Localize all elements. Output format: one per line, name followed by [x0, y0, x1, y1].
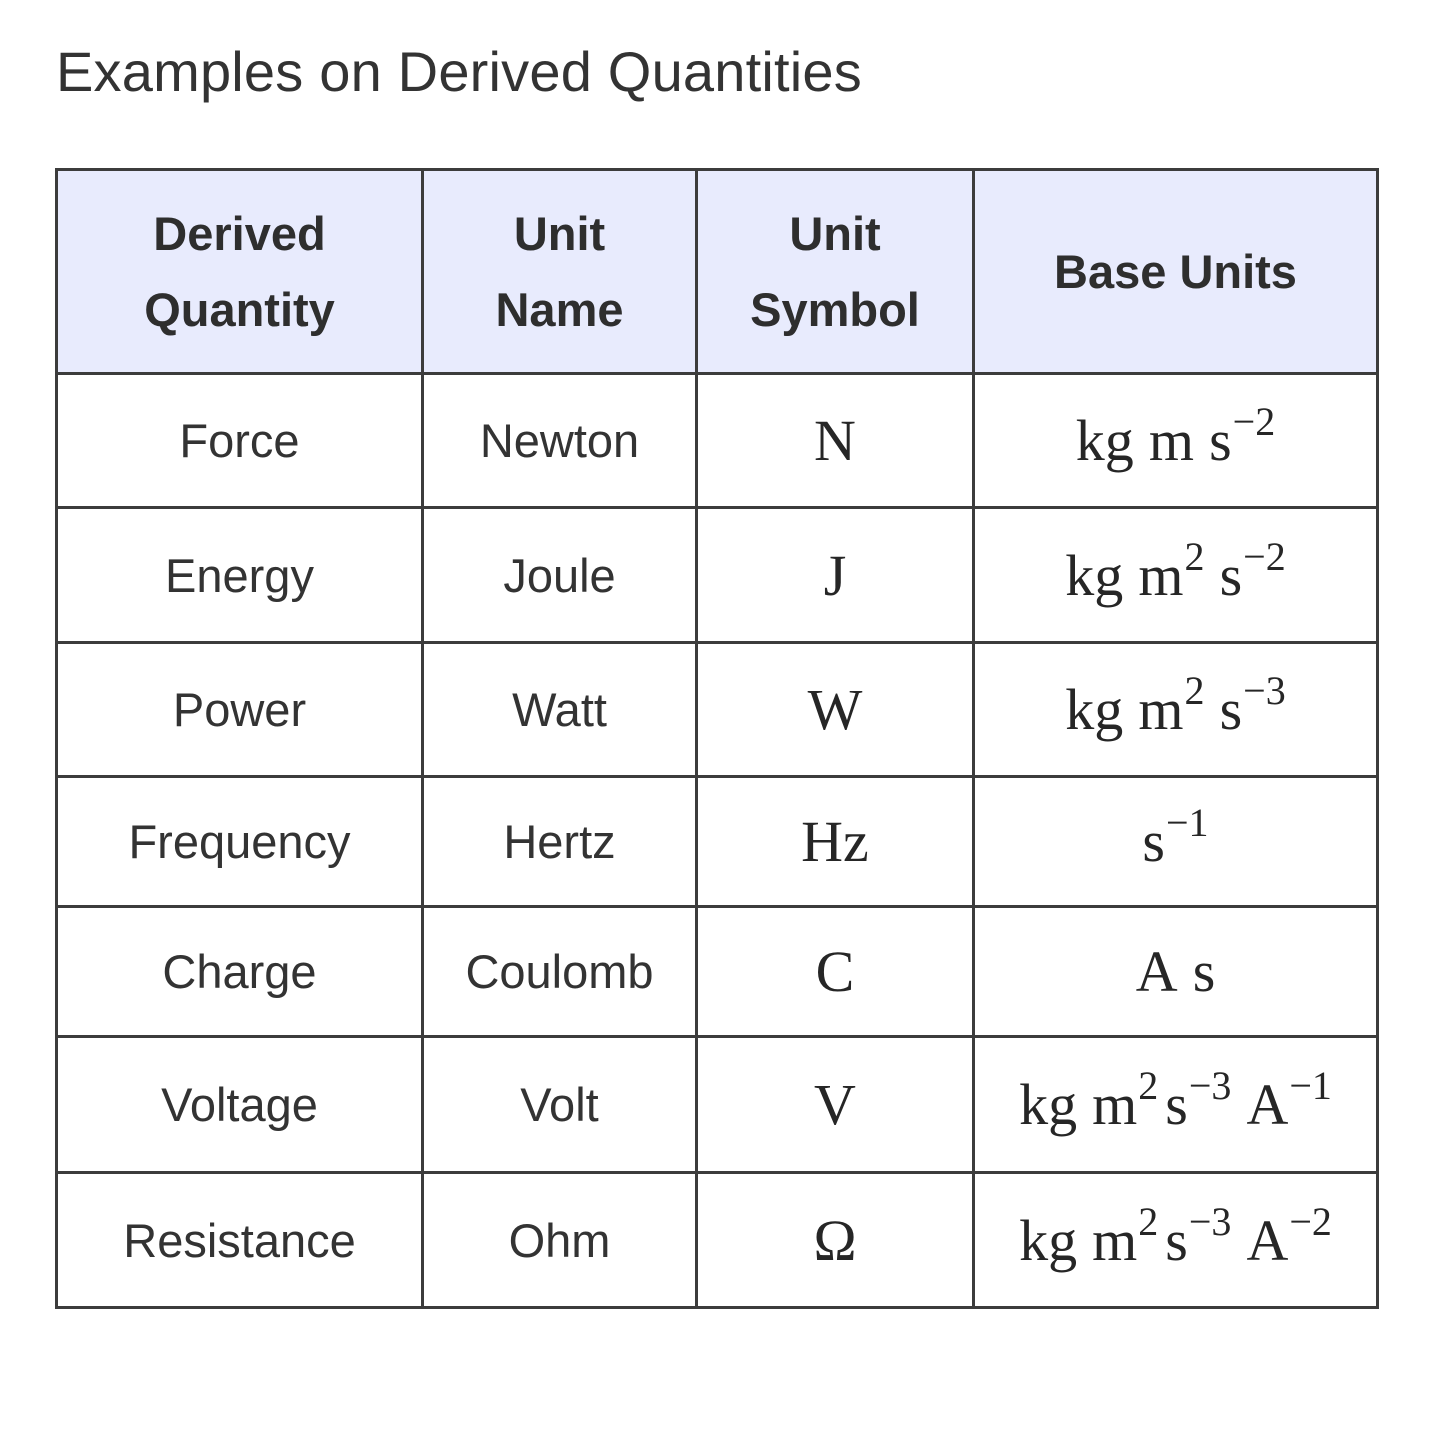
unit-symbol: C [815, 939, 855, 1004]
cell-unit-symbol: Ω [695, 1171, 975, 1309]
cell-unit-symbol: V [695, 1035, 975, 1174]
cell-unit-symbol: Hz [695, 775, 975, 908]
unit-base: A [1246, 1207, 1289, 1273]
unit-base: m [1092, 1207, 1138, 1273]
unit-exponent: −1 [1166, 800, 1209, 846]
unit-exponent: −2 [1289, 1198, 1332, 1244]
cell-base-units: s−1 [972, 775, 1379, 908]
unit-base: kg [1065, 677, 1124, 742]
cell-derived-quantity: Resistance [55, 1171, 424, 1309]
cell-unit-symbol: W [695, 641, 975, 778]
header-unit-name: Unit Name [421, 168, 698, 375]
base-units-expression: s−1 [1142, 803, 1208, 874]
unit-symbol: N [814, 408, 856, 473]
cell-unit-name: Coulomb [421, 905, 698, 1038]
unit-exponent: 2 [1184, 668, 1205, 714]
cell-derived-quantity: Voltage [55, 1035, 424, 1174]
cell-derived-quantity: Force [55, 372, 424, 509]
unit-base: m [1138, 677, 1184, 742]
unit-exponent: −3 [1243, 668, 1286, 714]
unit-exponent: 2 [1184, 533, 1205, 579]
header-base-units: Base Units [972, 168, 1379, 375]
derived-quantities-table: Derived Quantity Unit Name Unit Symbol B… [55, 168, 1379, 1309]
unit-symbol: V [814, 1072, 856, 1137]
header-unit-name-line-1: Unit [513, 206, 606, 260]
cell-unit-symbol: C [695, 905, 975, 1038]
cell-derived-quantity: Energy [55, 506, 424, 644]
header-derived-quantity-line-1: Derived [153, 206, 326, 260]
page-title: Examples on Derived Quantities [56, 40, 862, 103]
unit-base: s [1165, 1207, 1188, 1273]
header-unit-symbol: Unit Symbol [695, 168, 975, 375]
unit-base: kg [1065, 542, 1124, 608]
unit-exponent: 2 [1138, 1198, 1159, 1244]
header-unit-name-line-2: Name [495, 282, 624, 336]
unit-base: A [1246, 1072, 1289, 1137]
unit-symbol: Ω [813, 1207, 857, 1273]
unit-base: m [1092, 1072, 1138, 1137]
unit-exponent: 2 [1138, 1063, 1159, 1109]
header-derived-quantity-line-2: Quantity [144, 282, 335, 336]
unit-symbol: Hz [801, 809, 869, 874]
cell-unit-name: Hertz [421, 775, 698, 908]
unit-symbol: J [823, 542, 847, 608]
unit-base: s [1142, 809, 1165, 874]
cell-unit-name: Ohm [421, 1171, 698, 1309]
unit-base: s [1209, 408, 1232, 473]
unit-exponent: −2 [1243, 533, 1286, 579]
unit-base: s [1219, 677, 1243, 742]
unit-base: A [1135, 939, 1178, 1004]
unit-exponent: −2 [1232, 399, 1276, 445]
unit-base: kg [1019, 1072, 1078, 1137]
cell-unit-name: Newton [421, 372, 698, 509]
header-derived-quantity: Derived Quantity [55, 168, 424, 375]
header-unit-symbol-line-1: Unit [789, 206, 881, 260]
unit-base: kg [1019, 1207, 1078, 1273]
unit-base: s [1165, 1072, 1188, 1137]
cell-unit-name: Volt [421, 1035, 698, 1174]
table-header-row: Derived Quantity Unit Name Unit Symbol B… [55, 168, 1379, 375]
unit-base: m [1138, 542, 1184, 608]
unit-base: kg [1075, 408, 1134, 473]
unit-base: m [1148, 408, 1194, 473]
unit-exponent: −3 [1188, 1063, 1232, 1109]
cell-unit-symbol: J [695, 506, 975, 644]
cell-derived-quantity: Frequency [55, 775, 424, 908]
unit-exponent: −3 [1188, 1198, 1232, 1244]
unit-exponent: −1 [1289, 1063, 1332, 1109]
cell-unit-symbol: N [695, 372, 975, 509]
header-unit-symbol-line-2: Symbol [750, 282, 920, 336]
cell-unit-name: Watt [421, 641, 698, 778]
cell-unit-name: Joule [421, 506, 698, 644]
cell-derived-quantity: Charge [55, 905, 424, 1038]
unit-base: s [1219, 542, 1243, 608]
unit-base: s [1192, 939, 1216, 1004]
unit-symbol: W [807, 677, 863, 742]
cell-derived-quantity: Power [55, 641, 424, 778]
